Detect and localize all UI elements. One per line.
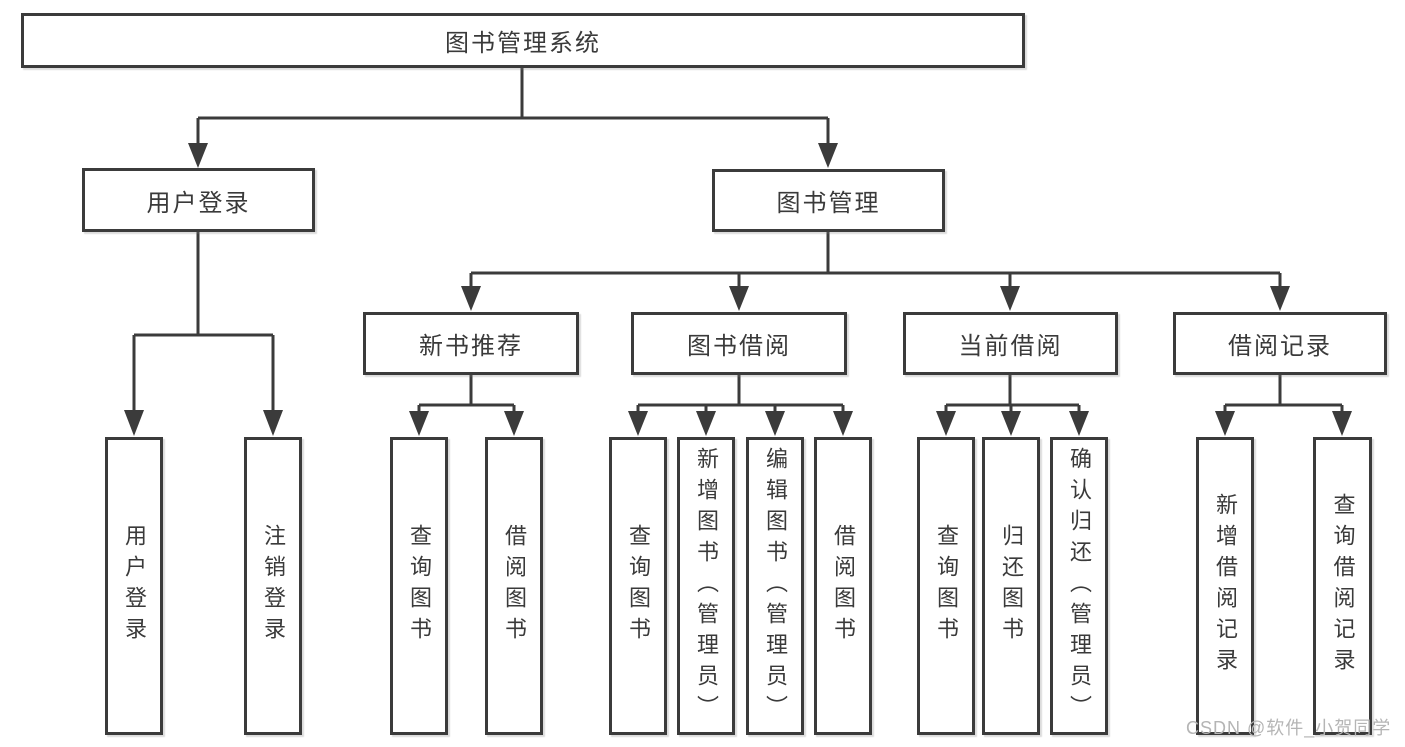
node-label: 新增借阅记录 bbox=[1213, 493, 1238, 679]
node-label: 确认归还（管理员） bbox=[1067, 446, 1092, 726]
connector-book-borrow-children bbox=[628, 375, 853, 436]
csdn-watermark: CSDN @软件_小贺同学 bbox=[1186, 718, 1392, 738]
node-label: 注销登录 bbox=[261, 524, 286, 648]
leaf-borrow-books-recommend: 借阅图书 bbox=[485, 437, 543, 735]
node-label: 用户登录 bbox=[122, 524, 147, 648]
node-label: 图书管理 bbox=[776, 190, 881, 217]
node-book-management: 图书管理 bbox=[712, 169, 945, 232]
leaf-logout: 注销登录 bbox=[244, 437, 302, 735]
connector-user-login-children bbox=[124, 232, 283, 436]
leaf-query-books-current: 查询图书 bbox=[917, 437, 975, 735]
node-label: 查询图书 bbox=[934, 524, 959, 648]
leaf-confirm-return-admin: 确认归还（管理员） bbox=[1050, 437, 1108, 735]
node-library-management-system: 图书管理系统 bbox=[21, 13, 1025, 68]
node-label: 图书管理系统 bbox=[445, 30, 601, 57]
leaf-borrow-books: 借阅图书 bbox=[814, 437, 872, 735]
leaf-add-books-admin: 新增图书（管理员） bbox=[677, 437, 735, 735]
node-new-book-recommend: 新书推荐 bbox=[363, 312, 579, 375]
node-current-borrow: 当前借阅 bbox=[903, 312, 1118, 375]
leaf-query-borrow-record: 查询借阅记录 bbox=[1313, 437, 1372, 735]
node-label: 新增图书（管理员） bbox=[694, 446, 719, 726]
node-label: 查询借阅记录 bbox=[1330, 493, 1356, 679]
connector-new-book-children bbox=[409, 375, 524, 436]
node-label: 新书推荐 bbox=[419, 333, 523, 360]
node-label: 查询图书 bbox=[407, 524, 432, 648]
node-label: 借阅图书 bbox=[831, 524, 856, 648]
node-label: 当前借阅 bbox=[958, 333, 1063, 360]
connector-current-borrow-children bbox=[936, 375, 1089, 436]
connector-borrow-records-children bbox=[1215, 375, 1352, 436]
leaf-query-books-recommend: 查询图书 bbox=[390, 437, 448, 735]
connector-root-to-level2 bbox=[188, 68, 838, 168]
node-label: 用户登录 bbox=[146, 189, 251, 217]
node-label: 编辑图书（管理员） bbox=[763, 446, 788, 726]
node-label: 借阅图书 bbox=[502, 524, 527, 648]
node-borrow-records: 借阅记录 bbox=[1173, 312, 1387, 375]
node-label: 图书借阅 bbox=[687, 333, 791, 360]
node-user-login: 用户登录 bbox=[82, 168, 315, 232]
node-label: 归还图书 bbox=[999, 524, 1024, 648]
connector-book-management-children bbox=[461, 232, 1290, 311]
node-label: 借阅记录 bbox=[1228, 333, 1332, 360]
node-book-borrow: 图书借阅 bbox=[631, 312, 847, 375]
leaf-user-login: 用户登录 bbox=[105, 437, 163, 735]
leaf-edit-books-admin: 编辑图书（管理员） bbox=[746, 437, 804, 735]
leaf-add-borrow-record: 新增借阅记录 bbox=[1196, 437, 1254, 735]
leaf-query-books-borrow: 查询图书 bbox=[609, 437, 667, 735]
leaf-return-books: 归还图书 bbox=[982, 437, 1040, 735]
node-label: 查询图书 bbox=[626, 524, 651, 648]
